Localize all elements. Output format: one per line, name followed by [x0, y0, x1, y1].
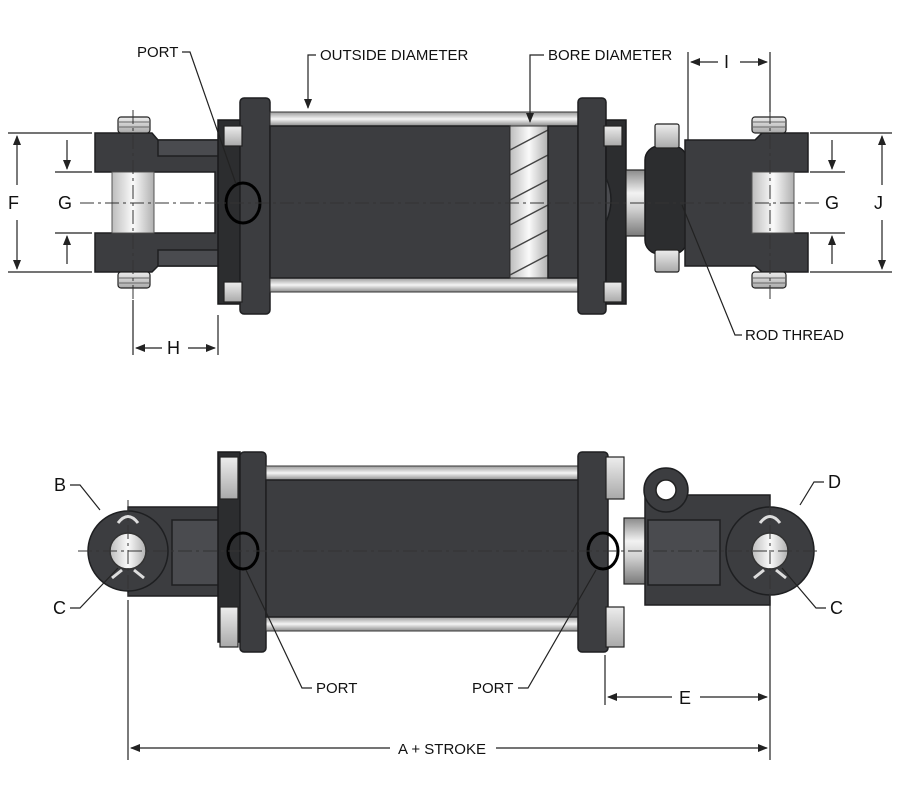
front-eye: [643, 467, 815, 606]
label-bore-diameter: BORE DIAMETER: [548, 47, 672, 64]
side-view: B C D C PORT PORT: [53, 451, 843, 760]
callout-c-left: C: [53, 567, 119, 618]
callout-bore-diameter: BORE DIAMETER: [526, 47, 672, 123]
label-c-right: C: [830, 598, 843, 618]
tie-rod-side-upper: [265, 465, 583, 481]
label-port-rear: PORT: [316, 680, 357, 697]
label-a-stroke: A + STROKE: [398, 741, 486, 758]
callout-outside-diameter: OUTSIDE DIAMETER: [304, 47, 469, 109]
label-outside-diameter: OUTSIDE DIAMETER: [320, 47, 469, 64]
label-i: I: [724, 52, 729, 72]
callout-port-top: PORT: [137, 44, 237, 185]
label-rod-thread: ROD THREAD: [745, 327, 844, 344]
callout-c-right: C: [781, 567, 843, 618]
label-b: B: [54, 475, 66, 495]
label-e: E: [679, 688, 691, 708]
dim-j: J: [810, 132, 892, 273]
dim-e: E: [604, 600, 771, 760]
label-port-top: PORT: [137, 44, 178, 61]
label-g-right: G: [825, 193, 839, 213]
dim-i: I: [687, 52, 771, 140]
callout-b: B: [54, 475, 101, 511]
barrel-top: [269, 125, 511, 279]
callout-port-front: PORT: [472, 569, 597, 697]
label-d: D: [828, 472, 841, 492]
dim-g-left: G: [55, 140, 92, 264]
top-view: F G G J: [8, 44, 892, 358]
dim-a-stroke: A + STROKE: [127, 600, 768, 760]
label-port-front: PORT: [472, 680, 513, 697]
label-g-left: G: [58, 193, 72, 213]
label-h: H: [167, 338, 180, 358]
callout-d: D: [799, 472, 841, 506]
bore-cutaway: [509, 125, 579, 279]
label-c-left: C: [53, 598, 66, 618]
dim-g-right: G: [810, 140, 845, 264]
front-clevis-top: [644, 116, 809, 289]
barrel-side: [265, 479, 583, 618]
dim-h: H: [132, 300, 219, 358]
front-head-side: [577, 451, 625, 653]
label-j: J: [874, 193, 883, 213]
tie-rod-side-lower: [265, 616, 583, 632]
callout-rod-thread: ROD THREAD: [681, 204, 844, 344]
tie-rod-lower: [269, 277, 579, 293]
callout-port-rear: PORT: [245, 569, 357, 697]
dim-f: F: [8, 132, 92, 273]
front-head-top: [577, 97, 627, 315]
label-f: F: [8, 193, 19, 213]
tie-rod-upper: [269, 111, 579, 127]
